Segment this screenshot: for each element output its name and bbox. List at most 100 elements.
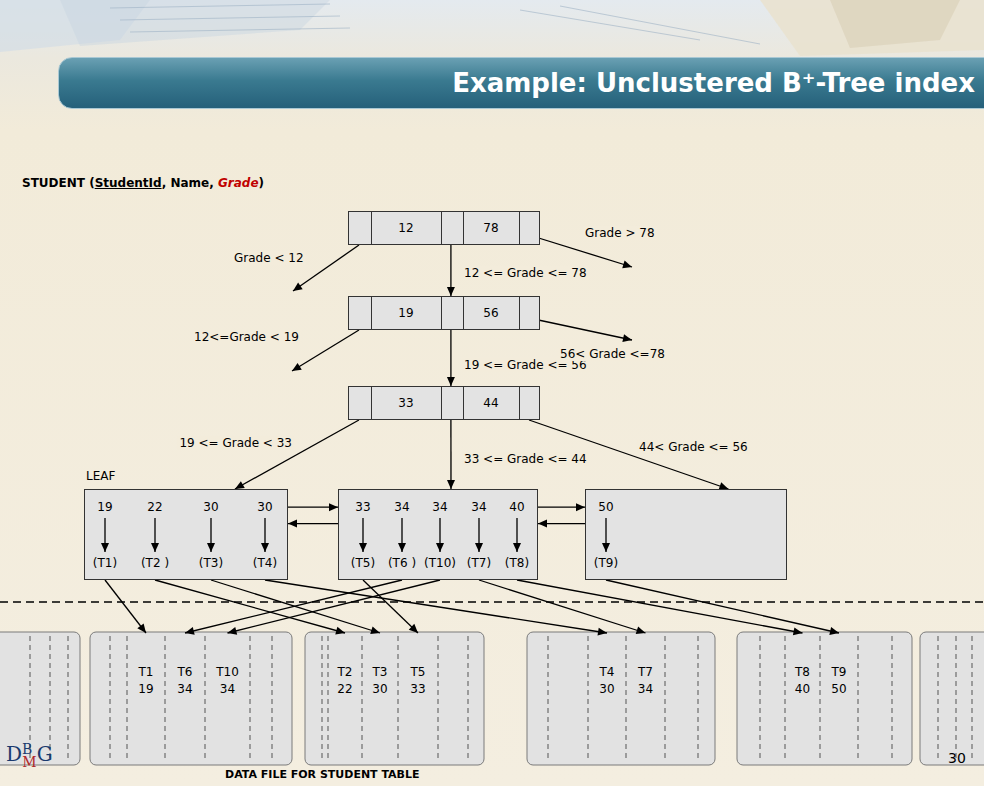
key-value: 44	[483, 396, 498, 410]
tree-pointer-line	[517, 580, 803, 633]
grade-value: 19	[138, 682, 153, 696]
slot-divider	[698, 636, 699, 761]
key-value: 30	[203, 500, 218, 514]
tree-pointer-head	[447, 287, 455, 296]
grade-value: 30	[599, 682, 614, 696]
tree-pointer-head	[597, 628, 607, 636]
data-page	[0, 632, 80, 765]
text-part: ,	[209, 176, 218, 190]
record-pointer: (T4)	[253, 556, 277, 570]
tree-pointer	[538, 503, 585, 511]
pointer-arrow-head	[261, 543, 269, 552]
text-part: Grade	[218, 176, 259, 190]
logo-letter: G	[37, 742, 53, 766]
pointer-divider	[463, 297, 464, 329]
tree-pointer-head	[576, 503, 585, 511]
logo-letter: M	[22, 750, 36, 774]
slot-divider	[468, 636, 469, 761]
tree-pointer-line	[235, 420, 359, 489]
pointer-arrow	[359, 518, 367, 552]
slot-divider	[165, 636, 166, 761]
tree-pointer-head	[793, 627, 803, 635]
slide-number: 30	[948, 750, 966, 766]
pointer-divider	[441, 387, 442, 419]
grade-value: 34	[220, 682, 235, 696]
slot-divider	[322, 636, 323, 761]
tree-pointer-head	[335, 627, 345, 635]
slot-divider	[68, 636, 69, 761]
text-part: ,	[162, 176, 171, 190]
open-branch-arrow-head	[293, 283, 303, 291]
grade-value: 30	[372, 682, 387, 696]
pointer-divider	[371, 297, 372, 329]
tree-pointer-head	[636, 626, 646, 634]
record-id: T2	[338, 665, 353, 679]
pointer-arrow	[261, 518, 269, 552]
pointer-divider	[519, 387, 520, 419]
schema-heading: STUDENT (StudentId, Name, Grade)	[22, 176, 264, 190]
tree-pointer	[265, 580, 607, 636]
tree-pointer-head	[228, 627, 238, 635]
pointer-arrow	[398, 518, 406, 552]
paper-sheet	[760, 0, 984, 56]
spreadsheet-line	[560, 6, 760, 44]
pointer-arrow-head	[475, 543, 483, 552]
index-node: 1956	[348, 296, 540, 330]
tree-pointer	[447, 420, 455, 489]
branch-condition: 44< Grade <= 56	[637, 440, 750, 454]
open-branch-arrow-head	[292, 363, 302, 371]
tree-pointer-line	[450, 420, 451, 489]
open-branch-arrow-head	[622, 334, 632, 342]
key-value: 56	[483, 306, 498, 320]
pointer-divider	[441, 297, 442, 329]
logo: DBMG	[6, 742, 53, 768]
pointer-divider	[441, 212, 442, 244]
title-bar: Example: Unclustered B⁺-Tree index	[58, 57, 984, 109]
record-slot: T533	[398, 633, 438, 764]
pointer-arrow-head	[359, 543, 367, 552]
branch-condition: 56< Grade <=78	[558, 347, 667, 361]
key-value: 30	[257, 500, 272, 514]
tree-pointer-head	[447, 377, 455, 386]
grade-value: 33	[410, 682, 425, 696]
tree-pointer-head	[370, 626, 380, 634]
open-branch-arrow-head	[622, 261, 632, 269]
text-part: Name	[170, 176, 209, 190]
tree-pointer-line	[606, 580, 839, 633]
record-id: T5	[411, 665, 426, 679]
key-value: 34	[432, 500, 447, 514]
key-value: 40	[509, 500, 524, 514]
slot-divider	[892, 636, 893, 761]
key-value: 19	[97, 500, 112, 514]
index-node: 3344	[348, 386, 540, 420]
record-slot: T840	[785, 633, 820, 764]
pointer-arrow	[475, 518, 483, 552]
pointer-arrow-head	[602, 543, 610, 552]
slot-divider	[127, 636, 128, 761]
grade-value: 50	[831, 682, 846, 696]
grade-value: 34	[638, 682, 653, 696]
pointer-arrow	[513, 518, 521, 552]
text-part: STUDENT	[22, 176, 85, 190]
record-pointer: (T6 )	[388, 556, 416, 570]
tree-pointer-head	[329, 503, 338, 511]
record-slot: T119	[127, 633, 165, 764]
tree-pointer	[447, 245, 455, 296]
data-page	[527, 632, 715, 765]
record-slot: T330	[362, 633, 398, 764]
paper-sheet	[830, 0, 960, 48]
record-id: T4	[600, 665, 615, 679]
tree-pointer-line	[105, 580, 146, 633]
spreadsheet-line	[110, 4, 330, 8]
record-pointer: (T10)	[424, 556, 456, 570]
slot-divider	[110, 636, 111, 761]
data-page	[920, 632, 984, 765]
slot-divider	[956, 636, 957, 761]
leaf-node: 50(T9)	[585, 489, 787, 580]
slot-divider	[362, 636, 363, 761]
record-slot: T734	[626, 633, 665, 764]
pointer-arrow	[207, 518, 215, 552]
leaf-node: 19223030(T1)(T2 )(T3)(T4)	[84, 489, 288, 580]
pointer-divider	[463, 212, 464, 244]
